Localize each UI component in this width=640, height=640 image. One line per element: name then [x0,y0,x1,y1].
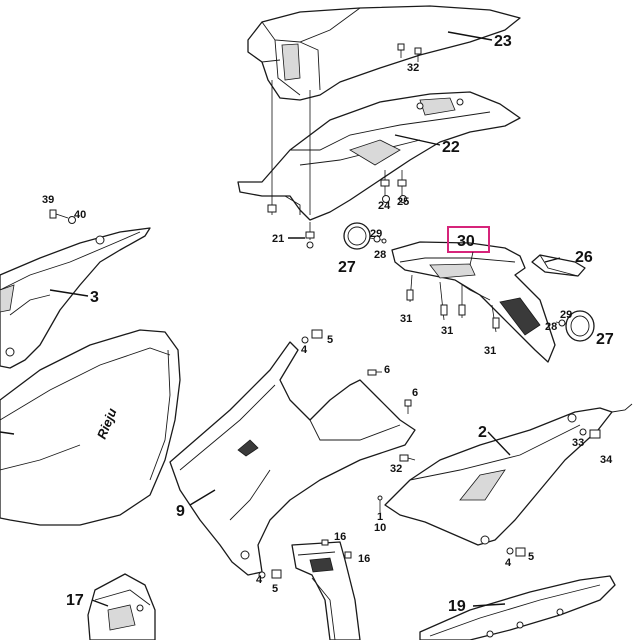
highlight-box-30 [447,226,490,253]
callout-22: 22 [442,139,460,156]
callout-27-right: 27 [596,331,614,348]
screws-33-34 [579,428,601,439]
callout-4-top: 4 [301,344,308,356]
callout-3: 3 [90,289,99,306]
part-side-panel-left[interactable] [0,227,151,369]
callout-23: 23 [494,33,512,50]
callout-33: 33 [572,437,584,449]
callout-24: 24 [378,200,391,212]
part-seat[interactable]: Rieju [0,329,181,526]
screws-31 [406,274,500,333]
part-inner-fender[interactable] [237,91,521,221]
screw-39-40 [49,209,76,224]
part-reflector-left[interactable] [343,222,387,250]
callout-10: 10 [374,522,386,534]
callout-6-a: 6 [384,364,390,376]
callout-5-bottom-right: 5 [528,551,534,563]
callout-5-bottom-left: 5 [272,583,278,595]
callout-40: 40 [74,209,86,221]
screw-32-side [399,454,416,462]
callout-26: 26 [575,249,593,266]
screws-4-5-bottom-right [506,547,526,557]
callout-31-b: 31 [441,325,453,337]
callout-31-c: 31 [484,345,496,357]
callout-29-left: 29 [370,228,382,240]
callout-30: 30 [457,233,475,250]
screw-1-10 [377,495,383,512]
screws-6 [367,369,412,414]
callout-16-b: 16 [358,553,370,565]
screw-32-top [397,43,422,62]
callout-1: 1 [377,511,383,523]
screws-4-5-bottom-left [258,569,282,579]
callout-5-top: 5 [327,334,333,346]
callout-2: 2 [478,424,487,441]
part-radiator-shroud[interactable] [169,341,416,576]
callout-39: 39 [42,194,54,206]
part-rear-bracket[interactable] [391,241,556,363]
callout-25: 25 [397,196,409,208]
callout-16-a: 16 [334,531,346,543]
part-rear-light[interactable] [531,254,586,277]
part-rear-fender[interactable] [247,5,521,101]
callout-32-top: 32 [407,62,419,74]
part-bracket-16[interactable] [291,539,361,640]
screws-4-5-top [301,329,323,344]
callout-27-left: 27 [338,259,356,276]
callout-6-b: 6 [412,387,418,399]
part-skid-plate[interactable] [419,575,616,640]
callout-9: 9 [176,503,185,520]
callout-4-bottom-left: 4 [256,574,263,586]
callout-29-right: 29 [560,309,572,321]
callout-31-a: 31 [400,313,412,325]
callout-17: 17 [66,592,84,609]
callout-34: 34 [600,454,613,466]
callout-4-bottom-right: 4 [505,557,512,569]
screw-21 [267,200,315,249]
screws-24-25 [380,170,407,203]
part-17[interactable] [87,573,156,640]
callout-19: 19 [448,598,466,615]
part-reflector-right[interactable] [555,310,595,342]
part-side-panel-right[interactable] [384,403,633,546]
callout-21: 21 [272,233,284,245]
callout-28-right: 28 [545,321,557,333]
callout-28-left: 28 [374,249,386,261]
callout-32-side: 32 [390,463,402,475]
